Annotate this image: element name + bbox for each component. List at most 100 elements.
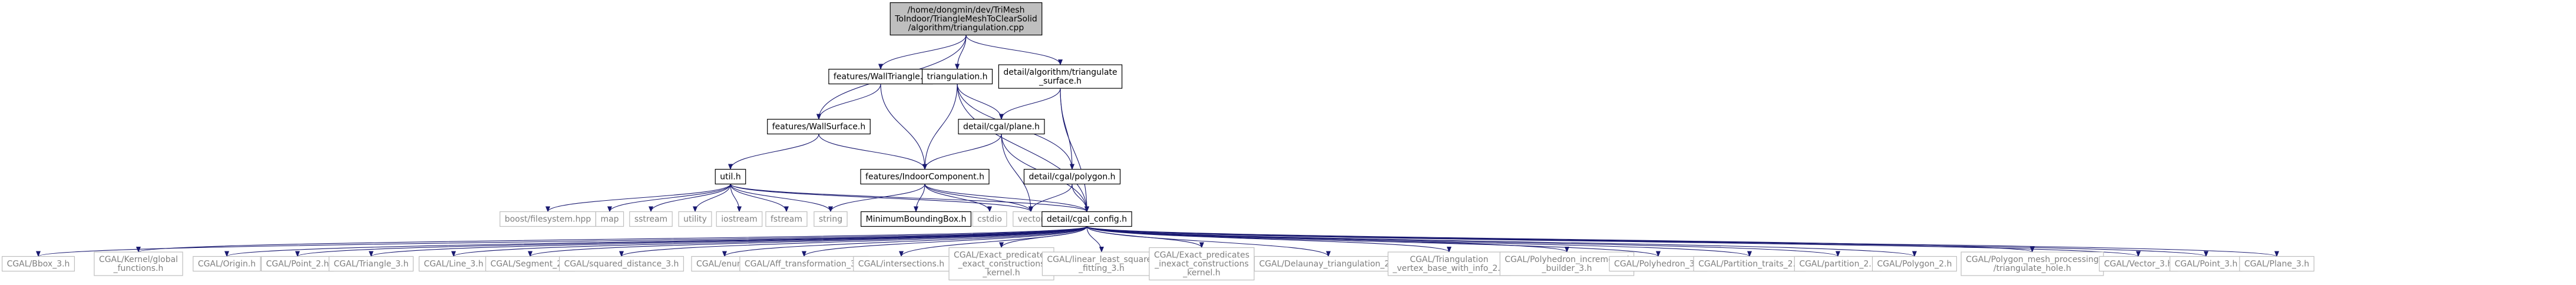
- edge-detail_triangulate-cgal_polygon: [1060, 88, 1074, 170]
- edge-util_h-cgal_config: [730, 184, 1089, 213]
- node-wall-triangle[interactable]: features/WallTriangle.h: [828, 68, 933, 85]
- node-c25: CGAL/Plane_3.h: [2239, 256, 2314, 272]
- node-box: [889, 2, 1043, 36]
- node-box: [860, 168, 990, 185]
- node-label: _inexact_constructions: [1154, 260, 1249, 269]
- node-min-bbox[interactable]: MinimumBoundingBox.h: [861, 211, 971, 227]
- node-box: [853, 256, 950, 272]
- edge-wall_surface-indoor_component: [818, 134, 927, 170]
- node-c11: CGAL/intersections.h: [853, 256, 950, 272]
- edge-root-triangulation_h: [955, 35, 967, 70]
- node-box: [739, 256, 869, 272]
- edge-cgal_config-c25: [1086, 226, 2279, 257]
- node-box: [1871, 256, 1957, 272]
- node-box: [595, 211, 624, 227]
- node-c23: CGAL/Vector_3.h: [2099, 256, 2178, 272]
- node-box: [765, 211, 808, 227]
- node-root[interactable]: /home/dongmin/dev/TriMeshToIndoor/Triang…: [889, 2, 1043, 36]
- edge-util_h-iostream: [730, 184, 742, 213]
- node-label: /home/dongmin/dev/TriMesh: [908, 6, 1025, 15]
- edge-indoor_component-string: [828, 184, 925, 213]
- edge-util_h-vector: [730, 184, 1033, 213]
- node-label: CGAL/Partition_traits_2.h: [1698, 260, 1801, 269]
- node-label: CGAL/squared_distance_3.h: [564, 260, 679, 269]
- node-c3: CGAL/Origin.h: [193, 256, 261, 272]
- edge-cgal_config-c5: [369, 226, 1087, 257]
- node-label: cstdio: [977, 215, 1002, 224]
- node-label: CGAL/Vector_3.h: [2104, 260, 2173, 269]
- node-c12: CGAL/Exact_predicates_exact_construction…: [948, 247, 1054, 281]
- node-label: features/WallTriangle.h: [834, 72, 928, 82]
- node-label: detail/cgal/polygon.h: [1029, 173, 1115, 182]
- node-label: detail/algorithm/triangulate: [1003, 68, 1117, 77]
- node-triangulation-h[interactable]: triangulation.h: [921, 68, 993, 85]
- node-label: CGAL/Segment_2.h: [491, 260, 570, 269]
- node-box: [2239, 256, 2314, 272]
- node-box: [1023, 168, 1121, 185]
- node-box: [1149, 247, 1255, 281]
- edge-cgal_config-c12: [999, 226, 1087, 248]
- node-cgal-config[interactable]: detail/cgal_config.h: [1041, 211, 1132, 227]
- edge-wall_triangle-indoor_component: [880, 84, 927, 170]
- node-map: map: [595, 211, 624, 227]
- node-label: detail/cgal_config.h: [1047, 215, 1127, 224]
- node-box: [1254, 256, 1403, 272]
- node-c14: CGAL/Exact_predicates_inexact_constructi…: [1149, 247, 1255, 281]
- node-cgal-plane[interactable]: detail/cgal/plane.h: [958, 118, 1045, 135]
- edge-cgal_config-c8: [619, 226, 1087, 257]
- node-c15: CGAL/Delaunay_triangulation_2.h: [1254, 256, 1403, 272]
- node-label: _kernel.h: [1182, 269, 1220, 278]
- node-cgal-polygon[interactable]: detail/cgal/polygon.h: [1023, 168, 1121, 185]
- node-c1: CGAL/Bbox_3.h: [1, 256, 75, 272]
- node-label: CGAL/Polyhedron_incremental: [1504, 255, 1629, 264]
- node-label: sstream: [634, 215, 667, 224]
- node-box: [1041, 211, 1132, 227]
- edge-triangulation_h-cgal_config: [957, 84, 1089, 213]
- edge-cgal_config-c13: [1086, 226, 1104, 253]
- node-label: CGAL/Aff_transformation_3.h: [745, 260, 864, 269]
- edge-cgal_polygon-cgal_config: [1072, 184, 1089, 213]
- node-label: CGAL/Kernel/global: [99, 255, 178, 264]
- node-label: CGAL/Origin.h: [198, 260, 256, 269]
- edge-cgal_plane-indoor_component: [922, 134, 1002, 170]
- edge-cgal_config-c1: [36, 226, 1087, 257]
- edge-cgal_plane-vector: [1001, 134, 1033, 213]
- node-c24: CGAL/Point_3.h: [2170, 256, 2243, 272]
- edge-cgal_config-c7: [528, 226, 1087, 257]
- node-util-h[interactable]: util.h: [715, 168, 746, 185]
- edge-util_h-sstream: [649, 184, 731, 213]
- node-label: /triangulate_hole.h: [1993, 264, 2071, 273]
- node-label: boost/filesystem.hpp: [505, 215, 591, 224]
- edge-indoor_component-cstdio: [924, 184, 992, 213]
- node-detail-triangulate[interactable]: detail/algorithm/triangulate_surface.h: [998, 64, 1123, 89]
- node-c5: CGAL/Triangle_3.h: [328, 256, 414, 272]
- node-label: CGAL/Point_3.h: [2175, 260, 2238, 269]
- edge-cgal_config-c18: [1086, 226, 1661, 257]
- node-label: CGAL/linear_least_squares: [1047, 255, 1156, 264]
- node-wall-surface[interactable]: features/WallSurface.h: [767, 118, 871, 135]
- node-label: CGAL/intersections.h: [858, 260, 944, 269]
- node-label: CGAL/Plane_3.h: [2244, 260, 2309, 269]
- edge-util_h-map: [607, 184, 731, 213]
- node-label: _surface.h: [1039, 77, 1082, 86]
- node-indoor-component[interactable]: features/IndoorComponent.h: [860, 168, 990, 185]
- node-box: [972, 211, 1007, 227]
- node-box: [558, 256, 684, 272]
- edge-indoor_component-cgal_config: [924, 184, 1089, 213]
- node-label: _vertex_base_with_info_2.h: [1392, 264, 1505, 273]
- node-c16: CGAL/Triangulation_vertex_base_with_info…: [1387, 251, 1511, 276]
- node-label: _functions.h: [113, 264, 164, 273]
- node-label: CGAL/Triangle_3.h: [334, 260, 409, 269]
- edge-root-detail_triangulate: [965, 35, 1063, 65]
- edge-cgal_polygon-vector: [1029, 184, 1073, 213]
- node-label: CGAL/Polygon_mesh_processing: [1966, 255, 2099, 264]
- node-c21: CGAL/Polygon_2.h: [1871, 256, 1957, 272]
- node-label: CGAL/enum.h: [696, 260, 753, 269]
- node-box: [94, 251, 183, 276]
- edge-wall_triangle-wall_surface: [816, 84, 881, 120]
- node-box: [814, 211, 848, 227]
- edge-triangulation_h-cgal_plane: [957, 84, 1004, 120]
- node-box: [2099, 256, 2178, 272]
- node-label: CGAL/Exact_predicates: [1154, 251, 1249, 260]
- edge-cgal_config-c6: [451, 226, 1087, 257]
